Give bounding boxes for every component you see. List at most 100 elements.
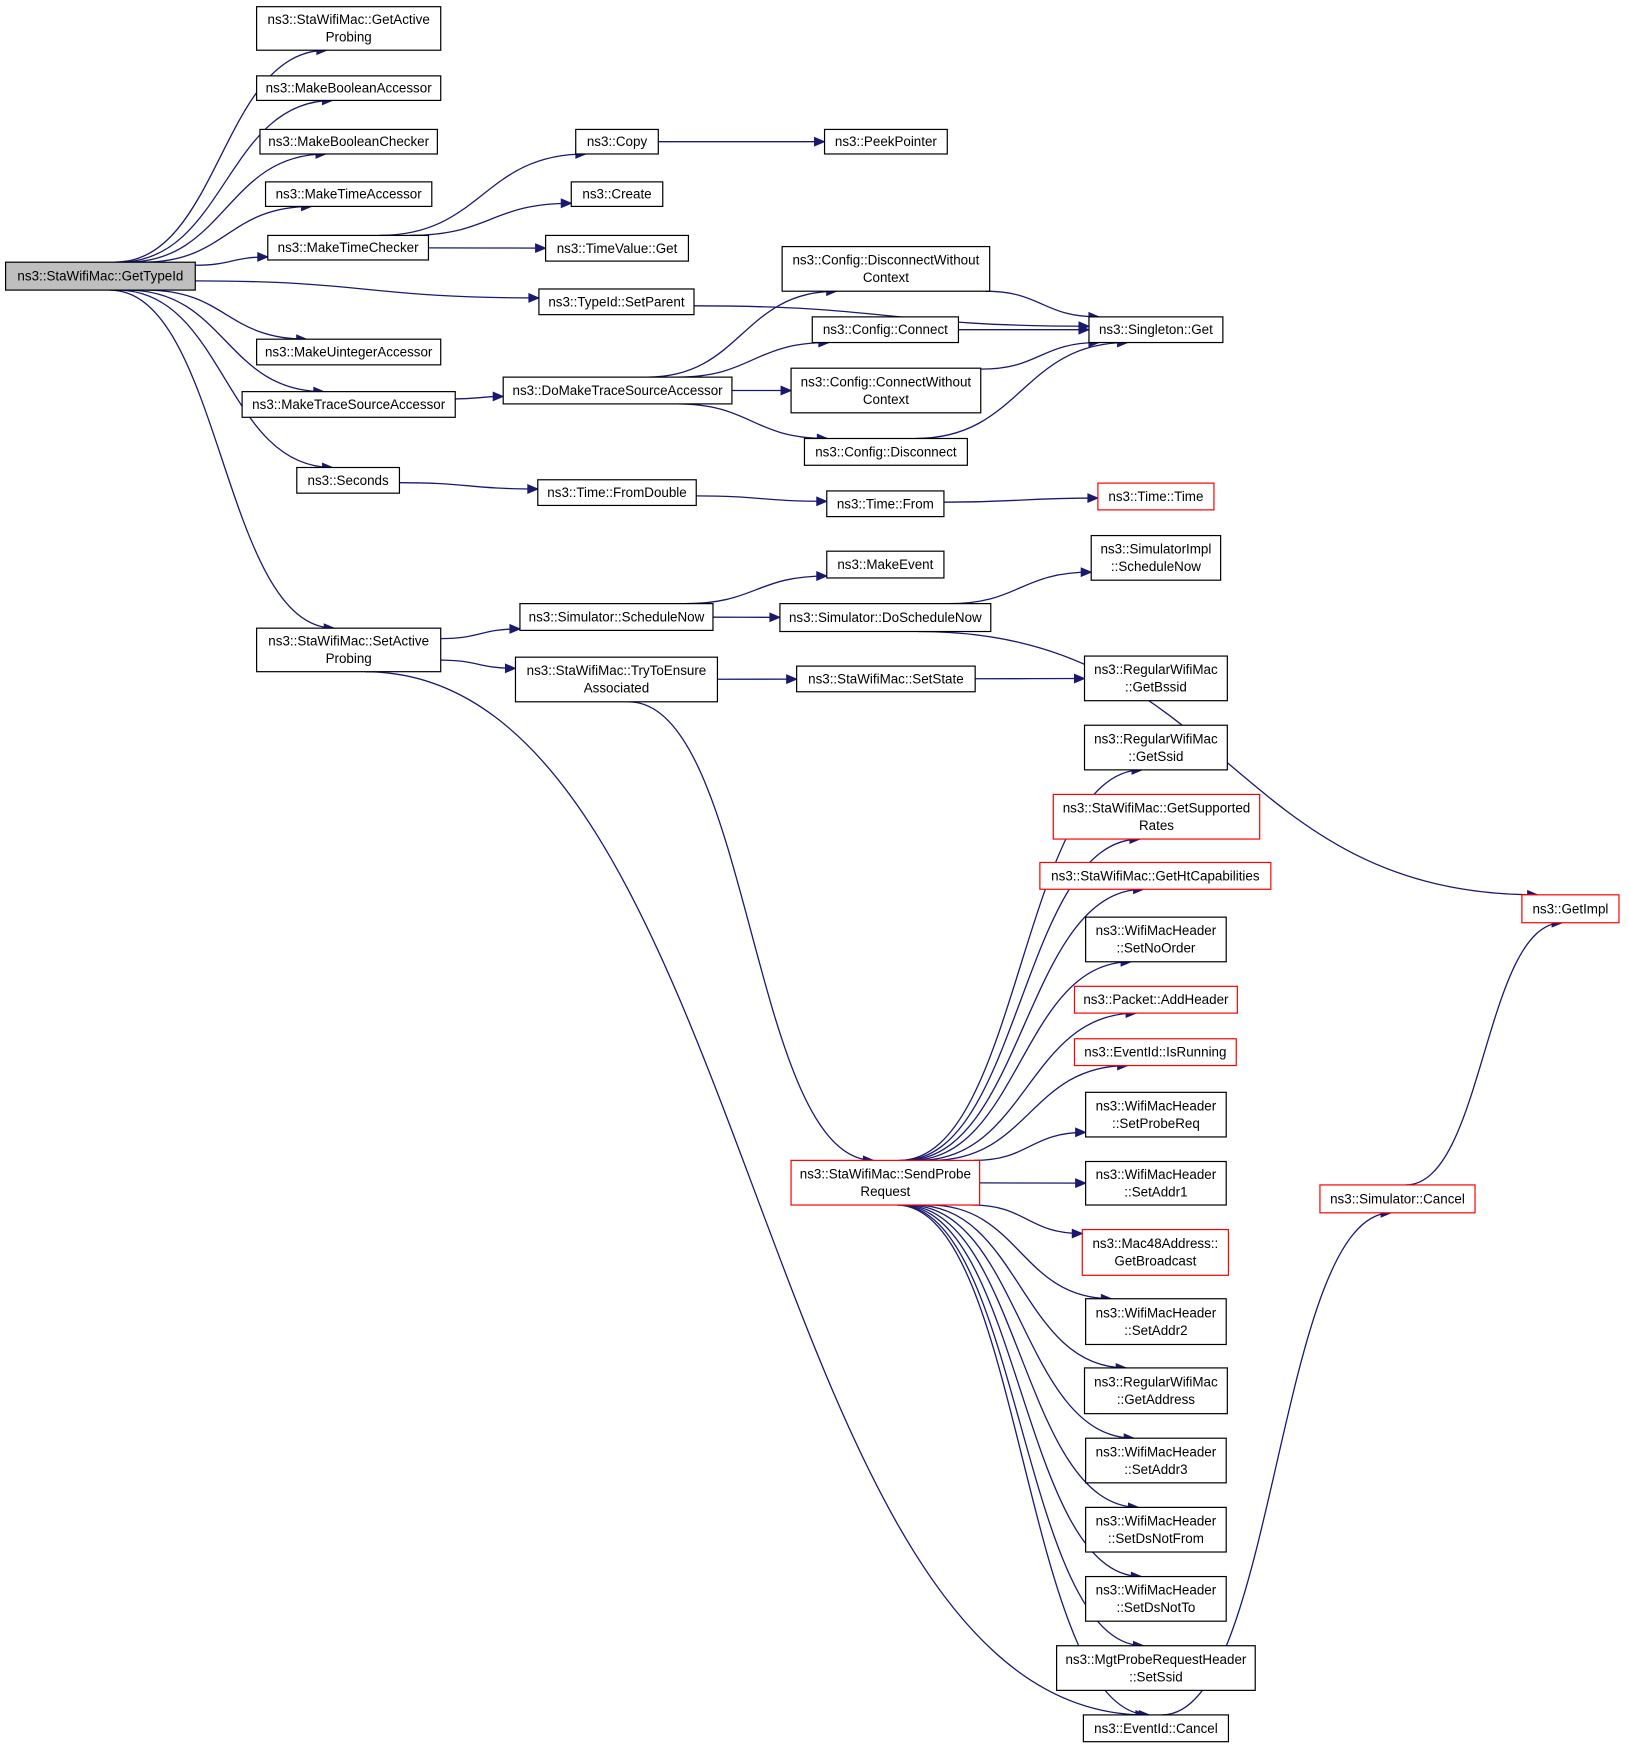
edge-copy-to-peekPointer [658,136,826,147]
edge-line [117,289,333,469]
node-timeTime[interactable]: ns3::Time::Time [1097,482,1215,511]
edge-line [195,256,268,266]
node-simCancel[interactable]: ns3::Simulator::Cancel [1319,1184,1476,1214]
node-label: ns3::Simulator::ScheduleNow [529,610,705,625]
node-setDsNotTo[interactable]: ns3::WifiMacHeader::SetDsNotTo [1085,1575,1227,1622]
node-setAddr2[interactable]: ns3::WifiMacHeader::SetAddr2 [1085,1298,1227,1346]
node-box [1083,655,1228,702]
edge-simSchedNow-to-simDoSchedNow [712,612,782,623]
node-singletonGet[interactable]: ns3::Singleton::Get [1088,316,1224,344]
node-setNoOrder[interactable]: ns3::WifiMacHeader::SetNoOrder [1085,916,1227,963]
node-setAddr3[interactable]: ns3::WifiMacHeader::SetAddr3 [1085,1437,1227,1484]
node-label: ns3::WifiMacHeader [1096,1513,1217,1528]
node-getBssid[interactable]: ns3::RegularWifiMac::GetBssid [1083,655,1228,702]
node-timeValueGet[interactable]: ns3::TimeValue::Get [545,234,690,262]
node-getSsid[interactable]: ns3::RegularWifiMac::GetSsid [1083,724,1228,771]
node-simSchedNow[interactable]: ns3::Simulator::ScheduleNow [519,603,714,632]
edge-line [440,628,520,640]
edge-line [628,701,874,1162]
node-setParent[interactable]: ns3::TypeId::SetParent [538,288,695,316]
node-simImplSchedNow[interactable]: ns3::SimulatorImpl::ScheduleNow [1090,534,1222,581]
node-label: ::SetAddr3 [1124,1462,1187,1477]
node-box [538,288,695,316]
node-addHeader[interactable]: ns3::Packet::AddHeader [1073,985,1238,1014]
edge-timeFromDouble-to-timeFrom [696,495,829,507]
node-box [1319,1184,1476,1214]
node-eventCancel[interactable]: ns3::EventId::Cancel [1082,1714,1230,1743]
node-makeBoolAcc[interactable]: ns3::MakeBooleanAccessor [256,75,442,102]
edge-root-to-makeTimeChk [195,251,270,266]
node-peekPointer[interactable]: ns3::PeekPointer [823,128,948,155]
edge-line [364,671,1146,1716]
node-box [1083,1367,1228,1415]
node-label: ns3::MakeBooleanChecker [268,134,429,149]
node-makeEvent[interactable]: ns3::MakeEvent [826,550,945,579]
node-box [1088,316,1224,344]
node-root[interactable]: ns3::StaWifiMac::GetTypeId [4,261,196,291]
node-getBroadcast[interactable]: ns3::Mac48Address::GetBroadcast [1081,1228,1230,1276]
node-label: ns3::Time::From [837,496,934,511]
node-box [790,367,982,414]
edge-line [685,575,827,605]
arrowhead [535,243,547,254]
node-getAddress[interactable]: ns3::RegularWifiMac::GetAddress [1083,1367,1228,1415]
edge-setActiveProbing-to-eventCancel [364,671,1148,1720]
node-simDoSchedNow[interactable]: ns3::Simulator::DoScheduleNow [779,603,992,633]
node-getHtCap[interactable]: ns3::StaWifiMac::GetHtCapabilities [1039,861,1272,890]
node-label: ns3::MakeEvent [837,557,933,572]
node-copy[interactable]: ns3::Copy [575,128,659,155]
node-seconds[interactable]: ns3::Seconds [296,466,401,494]
edge-line [948,571,1092,605]
node-box [1085,1298,1227,1346]
node-timeFrom[interactable]: ns3::Time::From [826,490,945,518]
node-setAddr1[interactable]: ns3::WifiMacHeader::SetAddr1 [1085,1160,1227,1206]
node-box [537,479,697,507]
arrowhead [528,293,541,303]
node-cfgConnect[interactable]: ns3::Config::Connect [811,316,960,344]
node-makeTimeAcc[interactable]: ns3::MakeTimeAccessor [264,181,433,208]
node-setProbeReq[interactable]: ns3::WifiMacHeader::SetProbeReq [1085,1091,1227,1138]
node-isRunning[interactable]: ns3::EventId::IsRunning [1073,1038,1237,1067]
node-makeUintAcc[interactable]: ns3::MakeUintegerAccessor [256,338,442,366]
arrowhead [504,663,517,674]
edge-line [142,205,312,263]
edge-line [399,482,538,490]
edge-line [904,888,1144,1162]
node-doMakeTrace[interactable]: ns3::DoMakeTraceSourceAccessor [502,376,733,405]
node-makeTraceSrc[interactable]: ns3::MakeTraceSourceAccessor [241,391,456,418]
edge-simDoSchedNow-to-simImplSchedNow [948,567,1093,605]
node-timeFromDouble[interactable]: ns3::Time::FromDouble [537,479,697,507]
nodes-layer: ns3::StaWifiMac::GetTypeIdns3::StaWifiMa… [4,6,1620,1743]
edge-line [980,341,1099,370]
node-makeTimeChk[interactable]: ns3::MakeTimeChecker [267,234,430,261]
node-label: ::SetDsNotFrom [1108,1531,1204,1546]
node-getImpl[interactable]: ns3::GetImpl [1521,894,1620,924]
node-setState[interactable]: ns3::StaWifiMac::SetState [796,665,976,693]
node-create[interactable]: ns3::Create [570,181,664,208]
node-mgtSetSsid[interactable]: ns3::MgtProbeRequestHeader::SetSsid [1056,1645,1256,1691]
node-setDsNotFrom[interactable]: ns3::WifiMacHeader::SetDsNotFrom [1085,1506,1227,1553]
node-box [1085,916,1227,963]
edge-line [899,769,1143,1162]
node-label: ns3::WifiMacHeader [1096,1305,1217,1320]
edge-root-to-setParent [195,280,541,303]
node-label: ns3::Singleton::Get [1099,322,1213,337]
node-box [514,656,719,703]
node-label: ns3::WifiMacHeader [1096,1098,1217,1113]
node-makeBoolChk[interactable]: ns3::MakeBooleanChecker [259,128,438,155]
edge-makeTimeChk-to-create [409,198,573,237]
node-cfgDisconnect[interactable]: ns3::Config::Disconnect [803,437,968,466]
arrowhead [769,612,782,623]
edge-line [693,305,1089,327]
edge-line [676,403,828,440]
node-label: ::ScheduleNow [1111,559,1201,574]
edge-line [126,153,327,263]
